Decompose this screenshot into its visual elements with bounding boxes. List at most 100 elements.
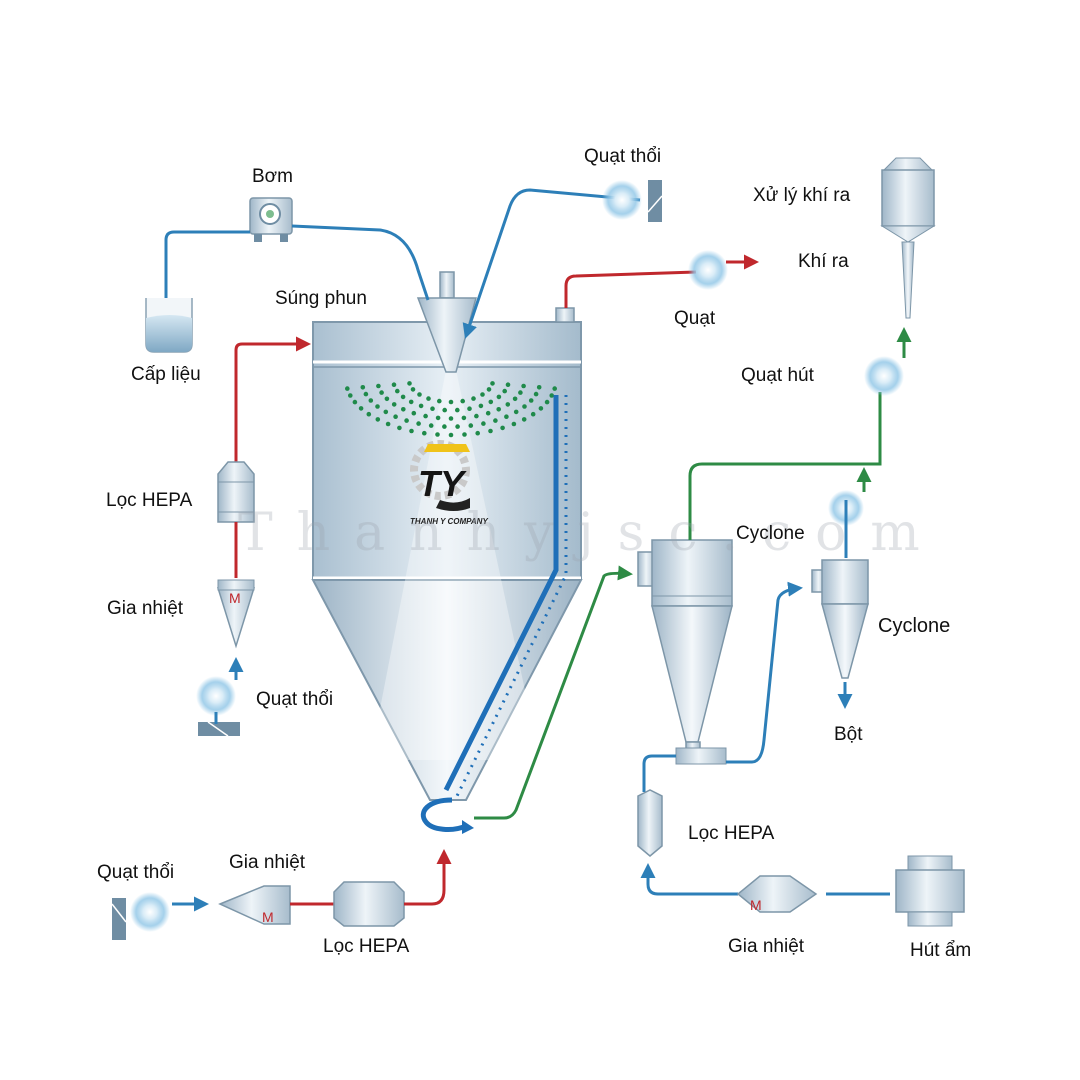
label-heater-bottom: Gia nhiệt	[229, 852, 306, 873]
watermark: Thanhyjsc.com	[238, 503, 944, 563]
spray-droplet	[448, 416, 454, 421]
spray-droplet	[552, 386, 557, 391]
label-heater-left: Gia nhiệt	[107, 598, 184, 619]
pump	[249, 197, 293, 242]
label-exhaust-treatment: Xử lý khí ra	[753, 185, 851, 206]
spray-droplet	[366, 411, 372, 417]
spray-droplet	[490, 381, 495, 386]
label-cyclone-2: Cyclone	[878, 615, 950, 637]
spray-droplet	[363, 391, 369, 397]
spray-droplet	[435, 432, 440, 437]
svg-text:THANH Y COMPANY: THANH Y COMPANY	[410, 517, 488, 526]
spray-droplet	[358, 406, 364, 411]
spray-droplet	[512, 396, 518, 402]
spray-droplet	[360, 385, 366, 390]
spray-droplet	[448, 399, 454, 405]
left-air-line: M	[196, 336, 311, 737]
svg-text:TY: TY	[418, 463, 467, 504]
spray-gun	[416, 271, 575, 373]
label-exhaust-air: Khí ra	[798, 251, 849, 272]
bottom-blower	[111, 892, 170, 940]
spray-droplet	[496, 394, 502, 400]
spray-droplet	[528, 398, 534, 403]
spray-droplet	[536, 385, 542, 390]
cyclone-outlet-pipe	[688, 392, 882, 540]
bottom-air-line: M	[111, 849, 452, 940]
label-feed: Cấp liệu	[131, 364, 201, 385]
spray-droplet	[428, 423, 434, 428]
heater-left: M	[216, 579, 256, 649]
spray-droplet	[488, 428, 493, 434]
label-fan: Quạt	[674, 308, 716, 329]
spray-droplet	[513, 409, 519, 415]
outlet-swirl-icon	[420, 797, 474, 834]
spray-droplet	[504, 414, 509, 420]
spray-droplet	[462, 432, 467, 437]
spray-droplet	[393, 414, 398, 420]
label-hepa-left: Lọc HEPA	[106, 490, 193, 511]
spray-droplet	[478, 403, 484, 409]
spray-droplet	[352, 399, 358, 405]
spray-droplet	[471, 396, 476, 401]
spray-droplet	[345, 386, 350, 391]
spray-droplet	[391, 382, 397, 388]
spray-droplet	[391, 402, 397, 407]
spray-droplet	[500, 425, 505, 431]
exhaust-pipe	[564, 250, 759, 308]
spray-droplets	[345, 381, 557, 438]
spray-droplet	[422, 430, 427, 436]
spray-droplet	[460, 398, 466, 404]
exhaust-treatment-tower	[880, 157, 936, 319]
spray-droplet	[493, 418, 498, 423]
dehumidifier	[895, 855, 965, 927]
hepa-filter-bottom	[333, 881, 405, 927]
spray-droplet	[448, 432, 454, 438]
spray-droplet	[486, 387, 492, 392]
spray-droplet	[416, 421, 421, 426]
spray-droplet	[505, 402, 511, 407]
label-blower-left: Quạt thổi	[256, 689, 333, 710]
spray-droplet	[468, 423, 474, 428]
spray-droplet	[383, 409, 389, 415]
spray-droplet	[522, 404, 527, 409]
label-pump: Bơm	[252, 166, 293, 187]
svg-text:M: M	[262, 909, 274, 925]
spray-droplet	[455, 424, 460, 429]
label-hepa-right: Lọc HEPA	[688, 823, 775, 844]
label-blower-top: Quạt thổi	[584, 146, 661, 167]
spray-droplet	[467, 406, 472, 412]
spray-droplet	[435, 415, 441, 421]
hepa-filter-left	[217, 461, 255, 523]
spray-droplet	[417, 392, 422, 397]
spray-droplet	[521, 417, 527, 422]
heater-bottom: M	[218, 885, 291, 925]
spray-droplet	[481, 421, 486, 426]
spray-droplet	[475, 430, 481, 436]
spray-droplet	[533, 391, 539, 397]
spray-droplet	[376, 383, 381, 389]
suction-fan	[864, 327, 912, 396]
label-dehumidifier: Hút ẩm	[910, 940, 971, 961]
spray-droplet	[423, 413, 428, 419]
spray-droplet	[511, 421, 517, 427]
spray-droplet	[375, 417, 381, 422]
product-pipe	[474, 565, 633, 820]
spray-droplet	[496, 407, 502, 412]
company-logo: TY THANH Y COMPANY	[410, 440, 488, 526]
spray-droplet	[385, 421, 391, 427]
spray-droplet	[411, 410, 417, 416]
spray-droplet	[430, 406, 435, 412]
spray-droplet	[485, 410, 491, 416]
label-suction-fan: Quạt hút	[741, 365, 815, 386]
label-cyclone-1: Cyclone	[736, 523, 805, 544]
spray-droplet	[368, 398, 374, 403]
spray-droplet	[348, 393, 353, 398]
label-heater-right: Gia nhiệt	[728, 936, 805, 957]
internal-return-duct	[443, 395, 568, 799]
spray-droplet	[502, 388, 508, 394]
spray-droplet	[426, 396, 431, 401]
label-hepa-bottom: Lọc HEPA	[323, 936, 410, 957]
spray-droplet	[538, 406, 544, 411]
spray-droplet	[455, 407, 460, 413]
